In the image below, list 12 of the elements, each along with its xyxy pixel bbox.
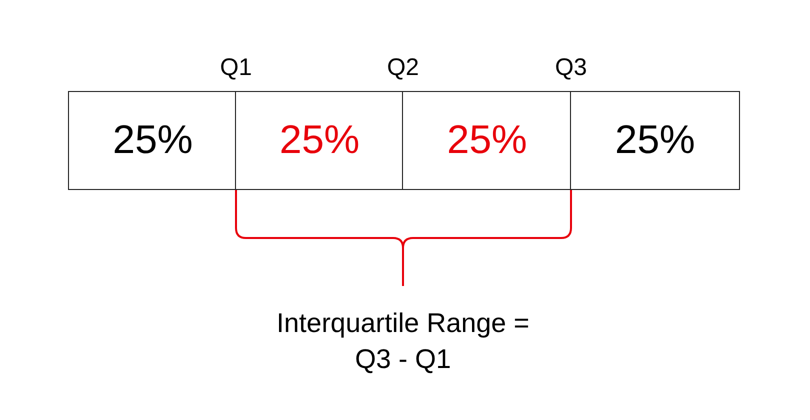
percentage-label: 25%: [112, 118, 193, 163]
quartile-cell: [402, 91, 572, 190]
quartile-label: Q2: [386, 53, 420, 83]
quartile-cell: [570, 91, 740, 190]
percentage-label: 25%: [279, 118, 360, 163]
formula-text: Interquartile Range = Q3 - Q1: [276, 307, 530, 376]
quartile-label: Q3: [554, 53, 588, 83]
percentage-label: 25%: [446, 118, 528, 163]
quartile-label: Q1: [218, 53, 253, 83]
quartile-cell: [68, 91, 238, 190]
quartile-cell: [235, 91, 404, 190]
percentage-label: 25%: [614, 118, 696, 163]
